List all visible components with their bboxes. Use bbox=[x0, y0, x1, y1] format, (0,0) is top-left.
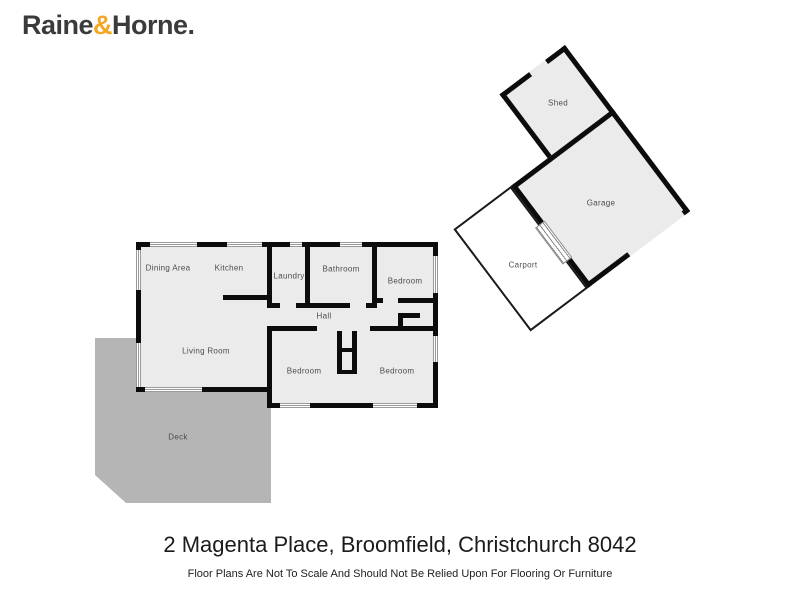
wall bbox=[136, 387, 272, 392]
room-label-hall: Hall bbox=[316, 311, 332, 321]
logo-text-horne: Horne bbox=[112, 10, 188, 40]
room-label-laundry: Laundry bbox=[273, 271, 305, 281]
window bbox=[150, 242, 197, 247]
window bbox=[373, 403, 417, 408]
outbuilding-plan bbox=[405, 45, 691, 332]
wall bbox=[136, 242, 438, 247]
room-label-deck: Deck bbox=[168, 432, 188, 442]
room-label-garage: Garage bbox=[586, 198, 616, 208]
window bbox=[290, 242, 302, 247]
sliding-door bbox=[145, 387, 202, 392]
wall bbox=[267, 403, 438, 408]
wall bbox=[296, 303, 350, 308]
wall bbox=[366, 303, 377, 308]
window bbox=[280, 403, 310, 408]
room-label-bedroom-2: Bedroom bbox=[286, 366, 322, 376]
wall bbox=[267, 326, 272, 408]
wall bbox=[270, 326, 317, 331]
property-address: 2 Magenta Place, Broomfield, Christchurc… bbox=[163, 532, 637, 557]
window bbox=[136, 343, 141, 387]
room-label-carport: Carport bbox=[508, 260, 538, 270]
window bbox=[227, 242, 262, 247]
room-label-shed: Shed bbox=[548, 98, 568, 108]
wall bbox=[337, 348, 357, 352]
logo-text-raine: Raine bbox=[22, 10, 94, 40]
wall bbox=[337, 370, 357, 374]
house-floor bbox=[136, 242, 438, 392]
window bbox=[136, 250, 141, 290]
wall bbox=[398, 313, 420, 318]
wall bbox=[373, 298, 383, 303]
wall bbox=[433, 242, 438, 408]
window bbox=[433, 336, 438, 362]
raine-and-horne-logo: Raine&Horne. bbox=[22, 10, 195, 41]
room-label-living-room: Living Room bbox=[182, 346, 230, 356]
room-label-dining-area: Dining Area bbox=[145, 263, 191, 273]
wall bbox=[398, 298, 438, 303]
room-label-bedroom-3: Bedroom bbox=[379, 366, 415, 376]
wall bbox=[223, 295, 272, 300]
window bbox=[433, 256, 438, 293]
wall bbox=[267, 303, 280, 308]
window bbox=[340, 242, 362, 247]
disclaimer-text: Floor Plans Are Not To Scale And Should … bbox=[187, 568, 613, 580]
room-label-bedroom-1: Bedroom bbox=[387, 276, 423, 286]
wall bbox=[267, 242, 272, 308]
wall bbox=[398, 313, 403, 331]
logo-ampersand: & bbox=[93, 10, 113, 40]
logo-mark: . bbox=[187, 10, 196, 40]
room-label-bathroom: Bathroom bbox=[322, 264, 360, 274]
wall bbox=[352, 331, 357, 374]
wall bbox=[337, 331, 342, 374]
room-label-kitchen: Kitchen bbox=[214, 263, 244, 273]
wall bbox=[305, 242, 310, 308]
wall bbox=[372, 242, 377, 303]
wall bbox=[136, 242, 141, 392]
wall bbox=[370, 326, 437, 331]
